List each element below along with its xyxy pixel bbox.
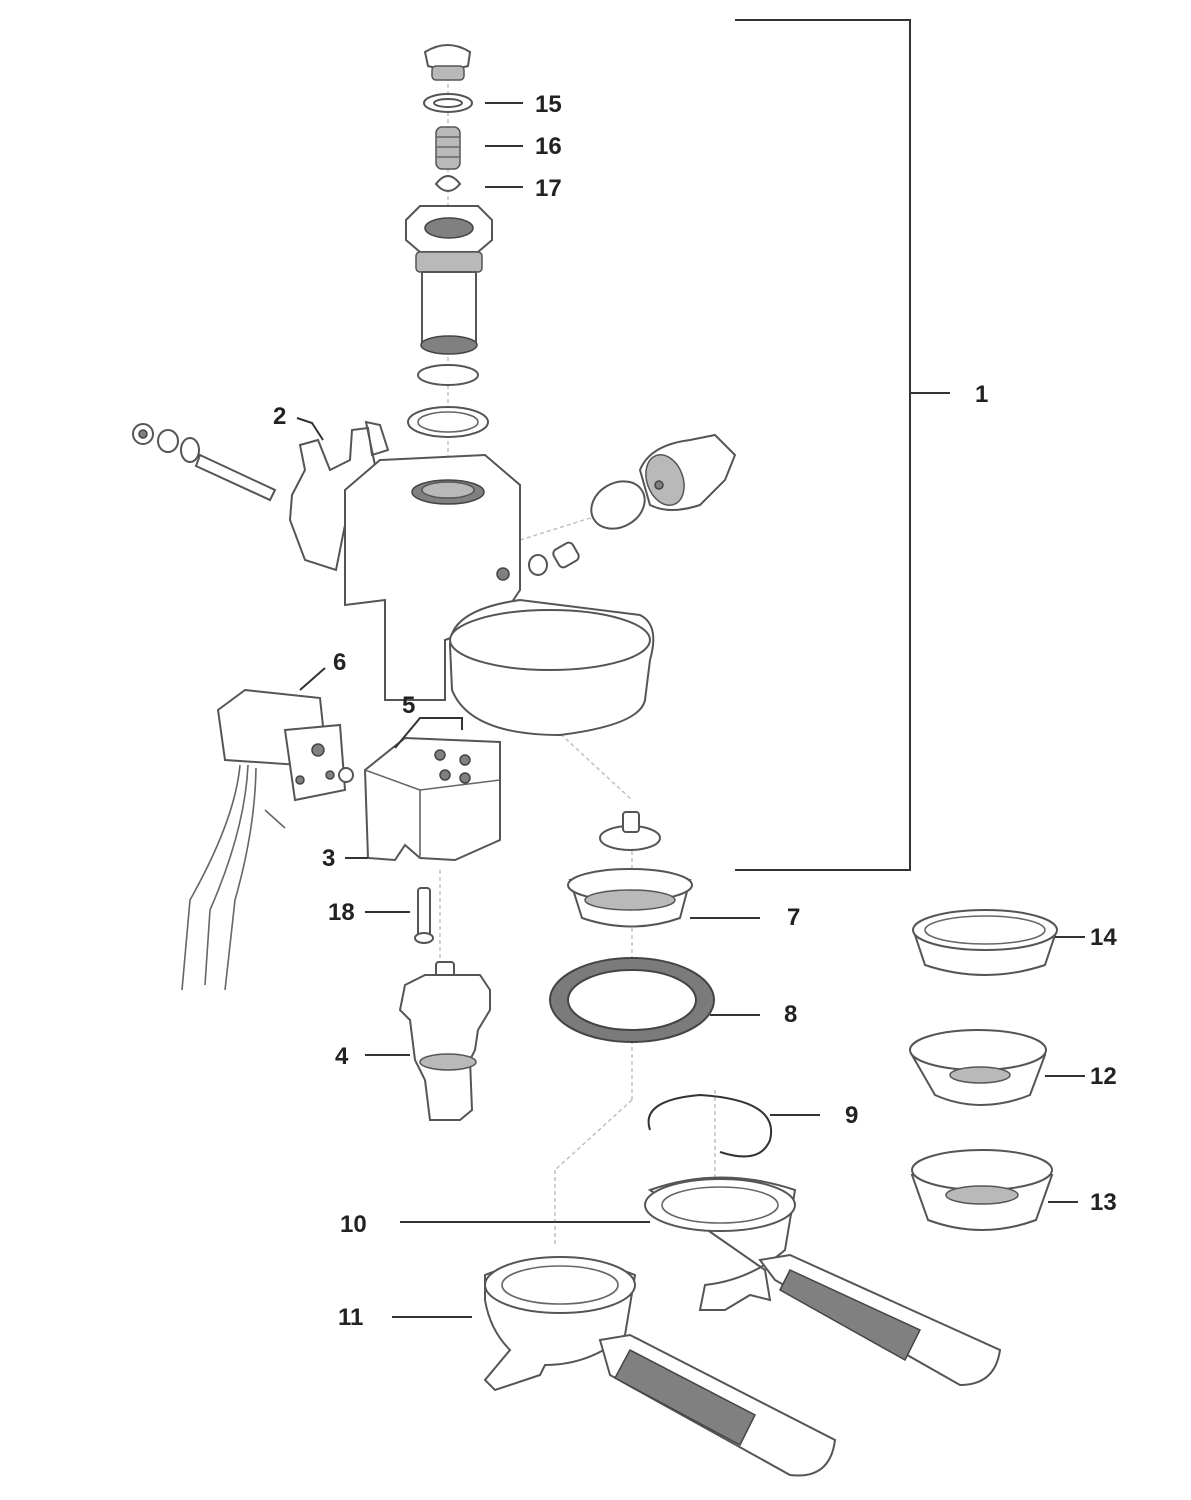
valve-body-4 — [398, 961, 491, 1121]
callout-11: 11 — [338, 1304, 363, 1331]
portafilter-10 — [644, 1176, 1002, 1387]
callout-5: 5 — [402, 692, 415, 719]
callout-15: 15 — [535, 91, 562, 118]
filter-basket-12 — [909, 1029, 1047, 1106]
callout-13: 13 — [1090, 1189, 1117, 1216]
side-gasket — [590, 480, 646, 530]
spring-16 — [435, 126, 461, 170]
bolt-18 — [414, 887, 434, 944]
gasket-upper — [417, 364, 479, 386]
filter-basket-14 — [912, 909, 1058, 976]
callout-2: 2 — [273, 403, 286, 430]
callout-14: 14 — [1090, 924, 1117, 951]
portafilter-11 — [483, 1256, 837, 1477]
bolt-and-washers — [132, 423, 277, 502]
leader-lines — [296, 102, 1085, 1318]
callout-17: 17 — [535, 175, 562, 202]
callout-1: 1 — [975, 381, 988, 408]
callout-3: 3 — [322, 845, 335, 872]
valve-cone-17 — [434, 175, 462, 192]
side-screw — [528, 541, 580, 576]
callout-6: 6 — [333, 649, 346, 676]
side-valve-fitting — [638, 433, 737, 511]
solenoid-coil-6 — [181, 688, 347, 991]
callout-18: 18 — [328, 899, 355, 926]
cap-nut — [423, 44, 472, 81]
spring-clip-9 — [647, 1093, 773, 1158]
callout-16: 16 — [535, 133, 562, 160]
filter-basket-13 — [910, 1149, 1054, 1231]
group-gasket-8 — [549, 957, 715, 1043]
callout-9: 9 — [845, 1102, 858, 1129]
valve-block-3 — [363, 736, 501, 862]
assembly-bracket — [735, 19, 950, 871]
small-screw — [338, 767, 354, 783]
callout-7: 7 — [787, 904, 800, 931]
callout-12: 12 — [1090, 1063, 1117, 1090]
hex-fitting — [405, 205, 493, 355]
callout-4: 4 — [335, 1043, 349, 1070]
callout-8: 8 — [784, 1001, 797, 1028]
callout-10: 10 — [340, 1211, 367, 1238]
group-head-body — [344, 453, 655, 737]
mounting-bracket-2 — [288, 420, 390, 572]
shower-screen-7 — [567, 811, 693, 928]
